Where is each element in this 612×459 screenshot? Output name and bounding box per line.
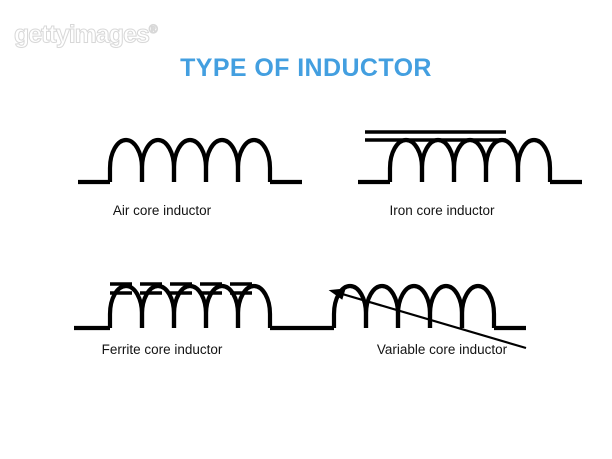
page-title: TYPE OF INDUCTOR	[180, 54, 432, 82]
air-core-inductor-symbol	[78, 137, 302, 185]
coil-arch-3	[395, 283, 433, 328]
coil-arch-1	[387, 137, 425, 182]
coil-arch-5	[235, 283, 273, 328]
iron-core-inductor-symbol	[358, 130, 582, 185]
symbol-card-variable-core: Variable core inductor	[302, 256, 582, 406]
coil-arch-2	[139, 137, 177, 182]
registered-mark-icon: ®	[148, 22, 158, 37]
coil-arch-4	[203, 137, 241, 182]
coil-arch-4	[483, 137, 521, 182]
coil-arch-1	[107, 137, 145, 182]
symbol-caption: Variable core inductor	[376, 342, 508, 357]
arrow-shaft	[331, 289, 527, 350]
coil-arch-3	[171, 137, 209, 182]
symbol-caption: Ferrite core inductor	[101, 342, 223, 357]
coil-arch-3	[451, 137, 489, 182]
ferrite-core-inductor-symbol	[74, 282, 302, 331]
coil-arch-5	[235, 137, 273, 182]
core-dashed-lines	[110, 282, 252, 295]
coil-arch-5	[459, 283, 497, 328]
symbol-caption: Air core inductor	[112, 203, 212, 218]
symbol-caption: Iron core inductor	[389, 203, 495, 218]
coil-arch-2	[419, 137, 457, 182]
symbol-card-air-core: Air core inductor	[22, 118, 302, 268]
symbol-card-ferrite-core: Ferrite core inductor	[22, 256, 302, 406]
variable-core-inductor-symbol	[302, 283, 527, 350]
watermark-text: gettyimages	[14, 20, 151, 49]
variable-arrow-icon	[328, 288, 527, 350]
getty-images-watermark: gettyimages®	[14, 16, 164, 48]
arrow-head	[328, 288, 346, 300]
coil-arch-2	[363, 283, 401, 328]
coil-arch-5	[515, 137, 553, 182]
symbol-card-iron-core: Iron core inductor	[302, 104, 582, 254]
